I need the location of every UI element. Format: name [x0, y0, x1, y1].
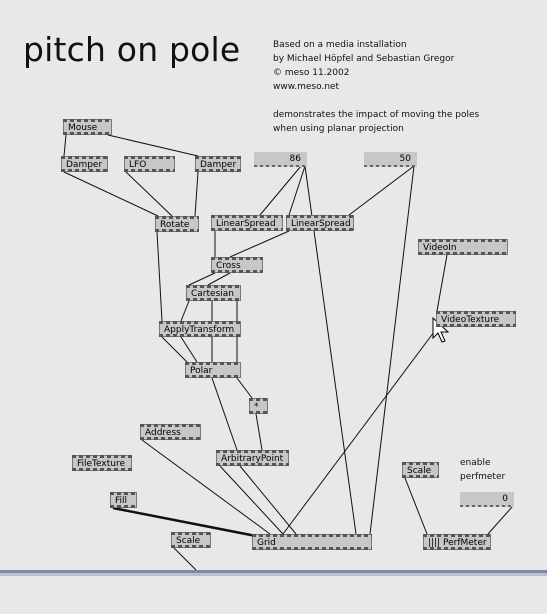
iobox-value-1[interactable]: 86: [254, 152, 307, 167]
node-videotexture[interactable]: VideoTexture: [436, 311, 516, 327]
window-bottom-bar: [0, 570, 547, 614]
node-address[interactable]: Address: [140, 424, 201, 440]
node-scale-2[interactable]: Scale: [402, 462, 439, 478]
node-fill[interactable]: Fill: [110, 492, 137, 508]
credits-line: © meso 11.2002: [273, 68, 350, 78]
node-linearspread-2[interactable]: LinearSpread: [286, 215, 354, 231]
credits-line: Based on a media installation: [273, 40, 407, 50]
node-applytransform[interactable]: ApplyTransform: [159, 321, 241, 337]
node-videoin[interactable]: VideoIn: [418, 239, 508, 255]
node-scale-1[interactable]: Scale: [171, 532, 211, 548]
perfmeter-label: enable perfmeter: [460, 456, 505, 484]
perfmeter-label-line: enable: [460, 458, 491, 468]
window-border: [0, 573, 547, 576]
credits-line: www.meso.net: [273, 82, 340, 92]
node-polar[interactable]: Polar: [185, 362, 241, 378]
node-damper-1[interactable]: Damper: [61, 156, 108, 172]
node-lfo[interactable]: LFO: [124, 156, 175, 172]
node-mouse[interactable]: Mouse: [63, 119, 112, 135]
node-cross[interactable]: Cross: [211, 257, 263, 273]
credits-text: Based on a media installation by Michael…: [273, 38, 454, 94]
patch-title: pitch on pole: [23, 30, 241, 69]
node-perfmeter[interactable]: |||| PerfMeter: [423, 534, 491, 550]
perfmeter-label-line: perfmeter: [460, 472, 506, 482]
node-arbitrarypoint[interactable]: ArbitraryPoint: [216, 450, 289, 466]
node-multiply[interactable]: *: [249, 398, 268, 414]
credits-line: by Michael Höpfel and Sebastian Gregor: [273, 54, 455, 64]
description-text: demonstrates the impact of moving the po…: [273, 108, 479, 136]
node-grid[interactable]: Grid: [252, 534, 372, 550]
description-line: when using planar projection: [273, 124, 404, 134]
node-rotate[interactable]: Rotate: [155, 216, 199, 232]
node-cartesian[interactable]: Cartesian: [186, 285, 241, 301]
node-filetexture[interactable]: FileTexture: [72, 455, 132, 471]
window-border: [0, 570, 547, 573]
node-linearspread-1[interactable]: LinearSpread: [211, 215, 283, 231]
description-line: demonstrates the impact of moving the po…: [273, 110, 480, 120]
iobox-value-2[interactable]: 50: [364, 152, 417, 167]
iobox-value-3[interactable]: 0: [460, 492, 514, 507]
node-damper-2[interactable]: Damper: [195, 156, 241, 172]
